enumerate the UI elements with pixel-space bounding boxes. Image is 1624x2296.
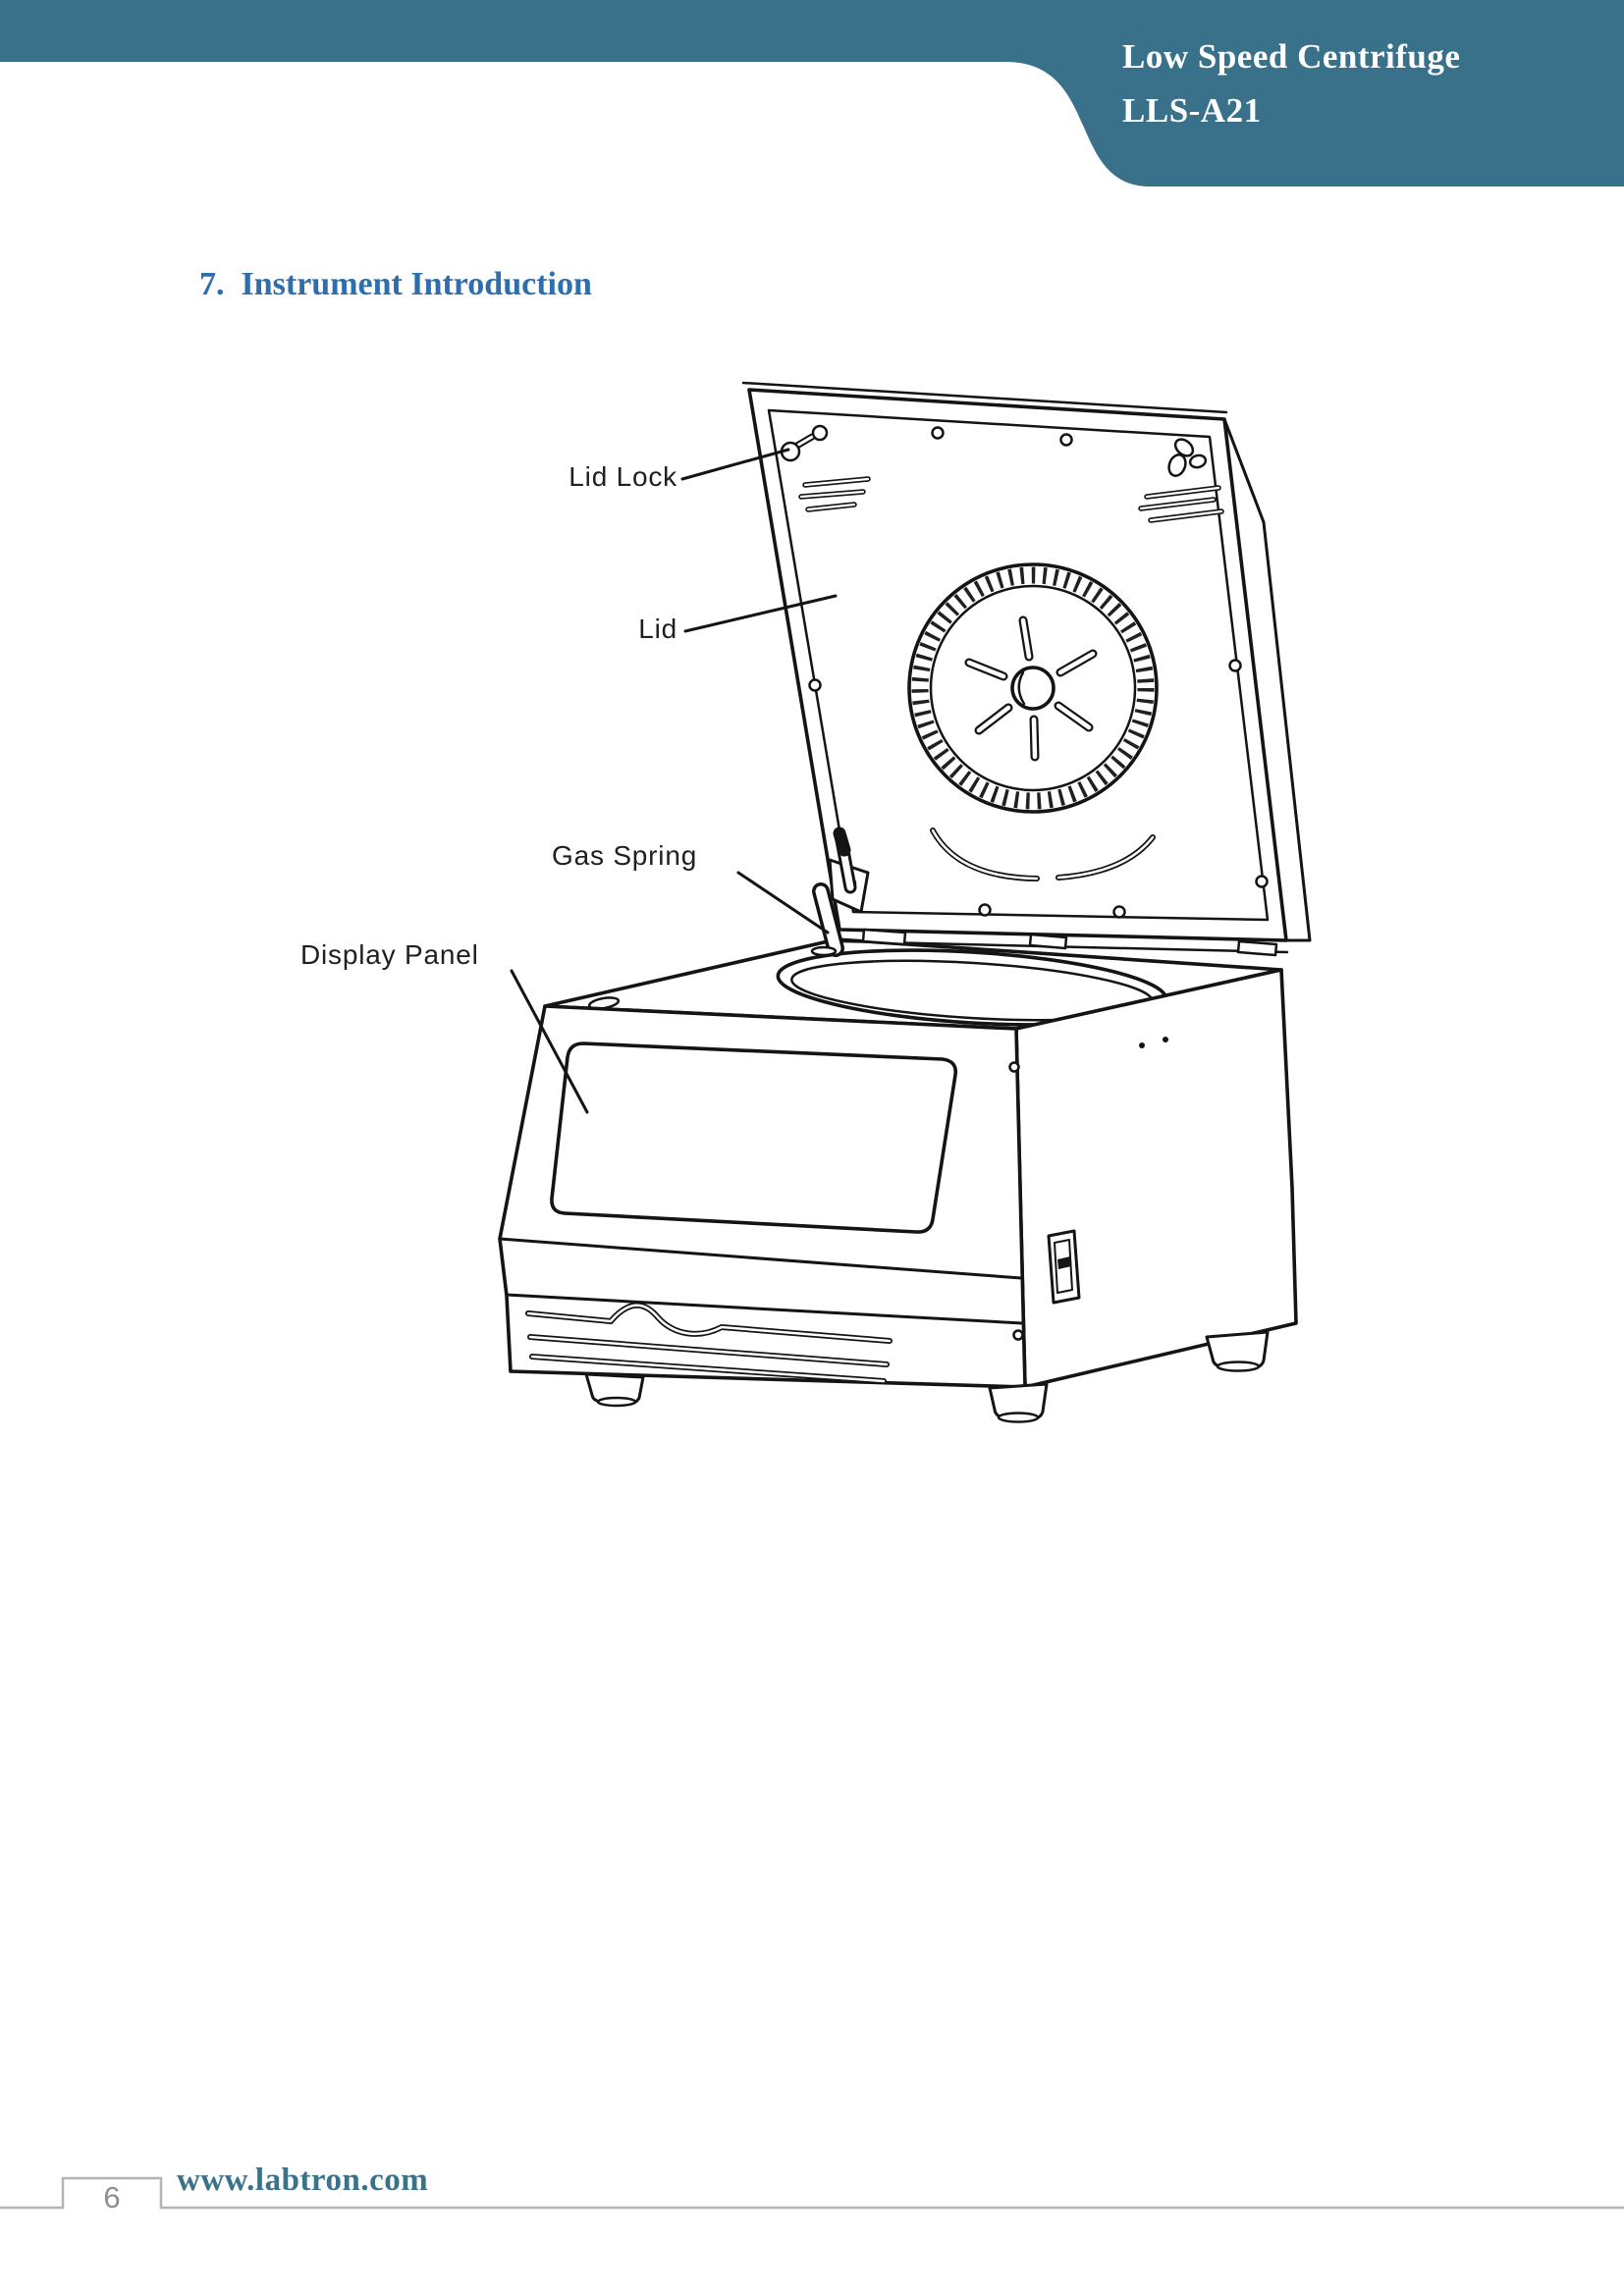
section-heading: 7. Instrument Introduction [199, 266, 592, 302]
rotor-slots [964, 615, 1098, 762]
label-gas-spring: Gas Spring [552, 840, 698, 871]
body-drawing [498, 928, 1298, 1423]
lid-vents [798, 476, 1224, 523]
label-lid-lock: Lid Lock [568, 461, 677, 492]
lid-knob [1167, 438, 1208, 477]
feet [584, 1330, 1270, 1423]
lid-lock-pin [780, 424, 829, 462]
document-title: Low Speed Centrifuge LLS-A21 [1122, 29, 1460, 137]
website-link[interactable]: www.labtron.com [177, 2163, 429, 2198]
leader-lines [510, 448, 838, 1114]
side-switch [1047, 1229, 1081, 1305]
leader-lid [683, 594, 838, 633]
footer-rule [0, 2176, 1624, 2210]
page-number: 6 [103, 2180, 121, 2215]
label-lid: Lid [638, 614, 677, 644]
leader-lid-lock [680, 448, 790, 481]
leader-display-panel [510, 969, 589, 1114]
header-banner-shape [0, 0, 1624, 187]
leader-gas-spring [736, 871, 830, 934]
lid-screws [808, 426, 1269, 919]
document-title-line1: Low Speed Centrifuge [1122, 37, 1461, 76]
centrifuge-diagram [498, 381, 1312, 1423]
document-title-line2: LLS-A21 [1122, 91, 1262, 130]
label-display-panel: Display Panel [300, 939, 479, 970]
lid-drawing [741, 381, 1312, 942]
gas-spring-drawing [810, 827, 870, 957]
display-window [550, 1041, 958, 1234]
